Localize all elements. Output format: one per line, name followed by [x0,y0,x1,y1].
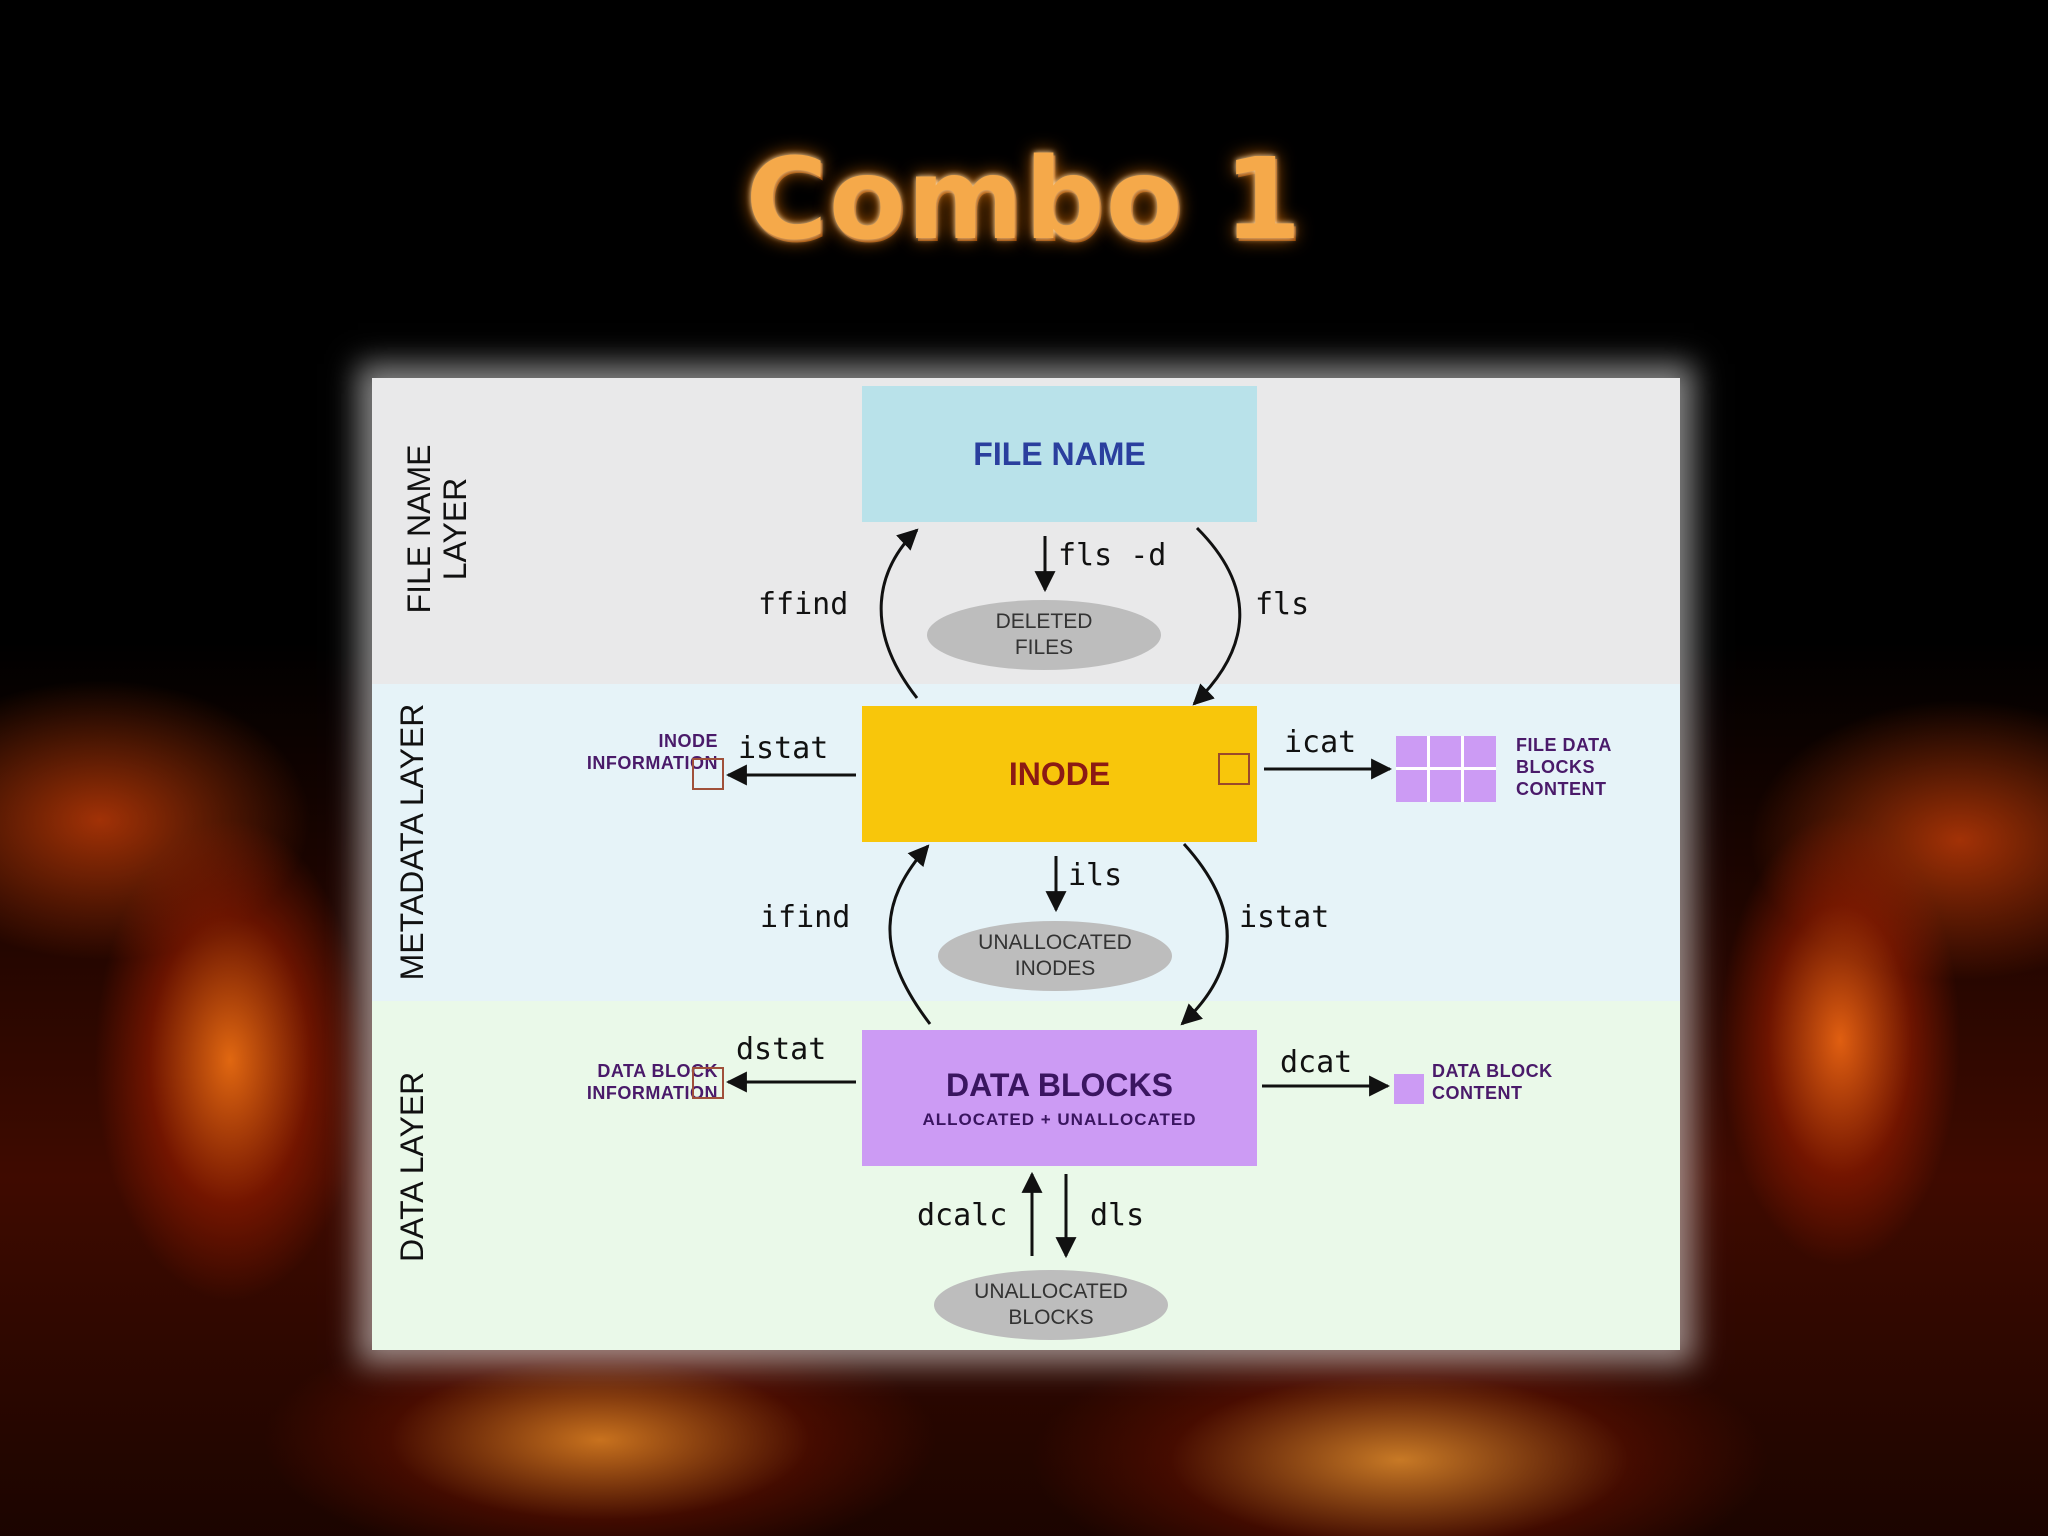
inode-information-square [692,758,724,790]
data-block-content-line2: CONTENT [1432,1083,1523,1103]
unallocated-blocks-line1: UNALLOCATED [974,1280,1128,1303]
cmd-dcat: dcat [1280,1045,1353,1080]
inode-information-line2: INFORMATION [586,753,718,773]
data-block-content-label: DATA BLOCK CONTENT [1432,1060,1582,1104]
cmd-icat: icat [1284,725,1357,760]
cmd-dcalc: dcalc [917,1198,1008,1233]
inode-box-label: INODE [1008,755,1111,792]
grid-cell [1396,736,1427,767]
data-block-content-square [1394,1074,1424,1104]
slide-title: Combo 1 [745,135,1303,265]
ffind-arrow [879,528,919,699]
cmd-fls-d: fls -d [1058,538,1167,573]
deleted-files-line2: FILES [1014,636,1074,659]
data-block-content-line1: DATA BLOCK [1432,1061,1553,1081]
cmd-ils: ils [1068,858,1123,893]
file-data-line1: FILE DATA [1516,735,1612,755]
data-blocks-box: DATA BLOCKS ALLOCATED + UNALLOCATED [862,1030,1257,1166]
deleted-files-ellipse: DELETED FILES [927,600,1161,670]
file-data-line2: BLOCKS [1516,757,1595,777]
file-data-blocks-grid [1396,736,1496,802]
cmd-istat-right: istat [1239,900,1330,935]
inode-box: INODE [862,706,1257,842]
data-block-information-square [692,1067,724,1099]
grid-cell [1464,770,1496,802]
cmd-dls: dls [1090,1198,1145,1233]
data-block-information-line2: INFORMATION [586,1083,718,1103]
cmd-fls: fls [1255,587,1310,622]
unallocated-inodes-line2: INODES [1014,957,1096,980]
fls-arrow [1192,526,1242,706]
data-blocks-box-sublabel: ALLOCATED + UNALLOCATED [922,1109,1197,1129]
unallocated-blocks-line2: BLOCKS [1008,1306,1094,1329]
data-blocks-box-label: DATA BLOCKS [946,1066,1173,1103]
unallocated-inodes-line1: UNALLOCATED [978,931,1132,954]
sleuthkit-layer-diagram: FILE NAME LAYER METADATA LAYER DATA LAYE… [372,378,1680,1350]
arrows-layer [725,526,1393,1259]
deleted-files-line1: DELETED [995,610,1093,633]
grid-cell [1430,770,1461,802]
inode-information-line1: INODE [658,731,718,751]
inode-box-marker [1218,753,1250,785]
cmd-ffind: ffind [758,587,849,622]
data-block-information-label: DATA BLOCK INFORMATION [522,1060,718,1104]
file-data-line3: CONTENT [1516,779,1607,799]
grid-cell [1464,736,1496,767]
unallocated-inodes-ellipse: UNALLOCATED INODES [938,921,1172,991]
cmd-dstat: dstat [736,1032,827,1067]
cmd-istat-left: istat [738,731,829,766]
file-name-box: FILE NAME [862,386,1257,522]
file-data-blocks-content-label: FILE DATA BLOCKS CONTENT [1516,734,1656,800]
cmd-ifind: ifind [760,900,851,935]
file-name-box-label: FILE NAME [973,435,1146,472]
inode-information-label: INODE INFORMATION [542,730,718,774]
istat-right-arrow [1180,842,1229,1026]
data-block-information-line1: DATA BLOCK [597,1061,718,1081]
unallocated-blocks-ellipse: UNALLOCATED BLOCKS [934,1270,1168,1340]
ifind-arrow [888,844,932,1025]
grid-cell [1396,770,1427,802]
grid-cell [1430,736,1461,767]
